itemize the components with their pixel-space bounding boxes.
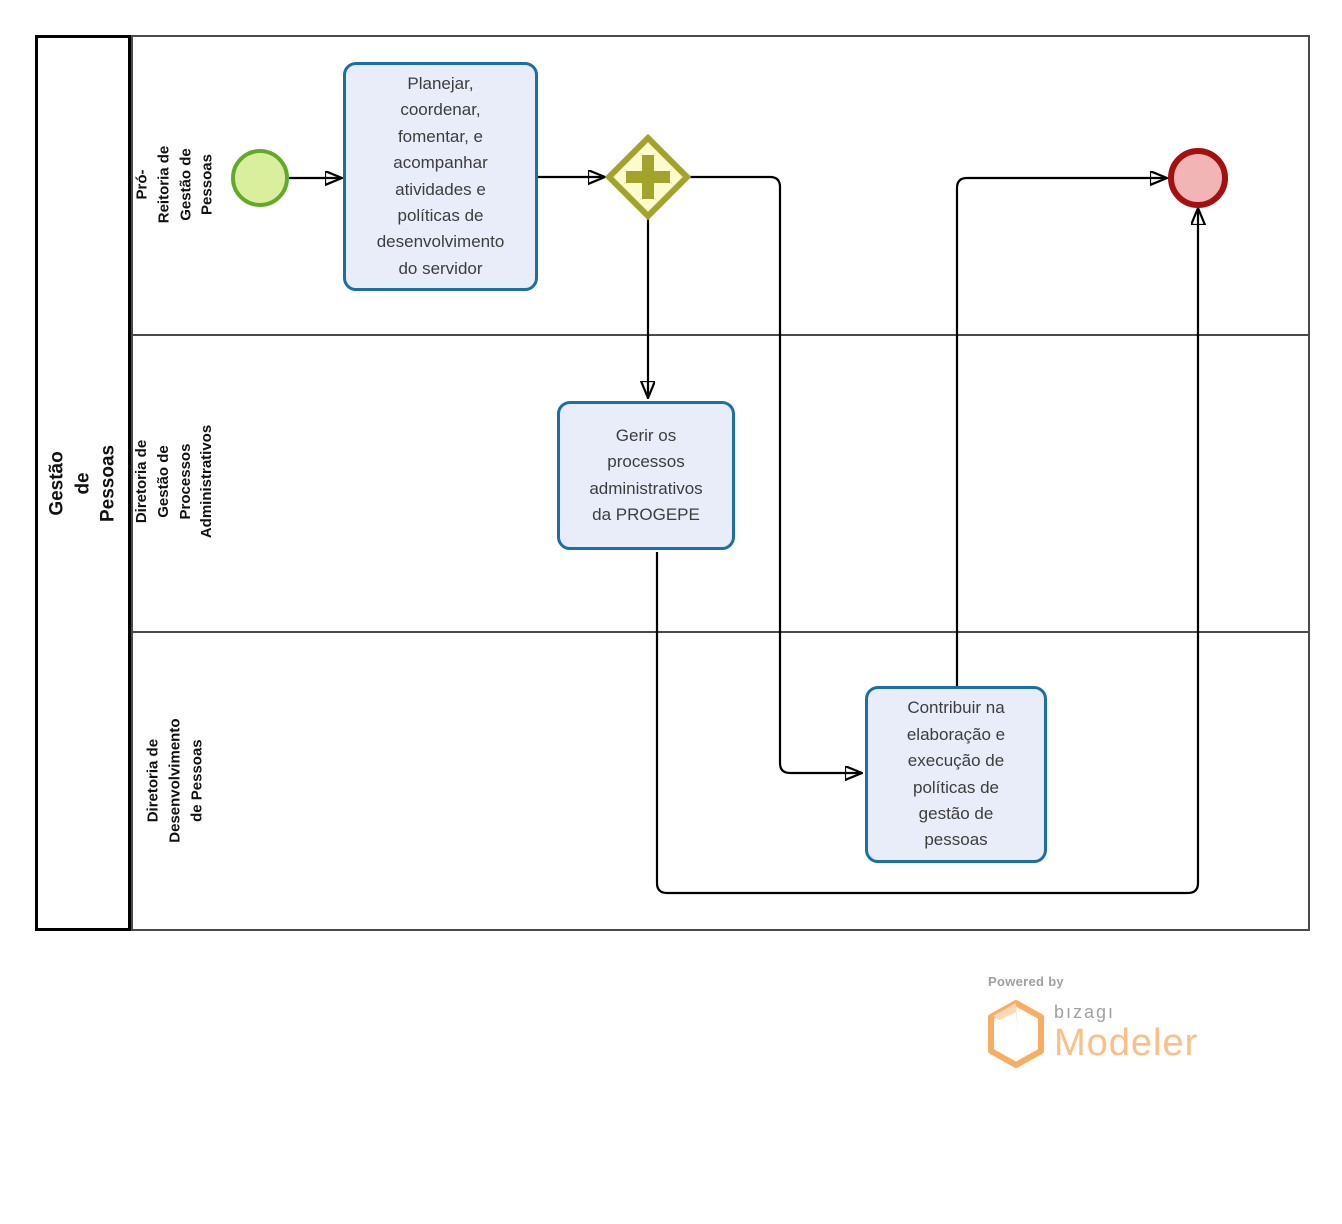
lane-label: Diretoria de Desenvolvimento de Pessoas xyxy=(144,718,205,843)
task-label: Planejar, coordenar, fomentar, e acompan… xyxy=(376,74,505,278)
bizagi-cube-icon xyxy=(988,1000,1044,1068)
powered-by-label: Powered by xyxy=(988,974,1064,989)
lane-separator xyxy=(133,334,1308,336)
task-label: Gerir os processos administrativos da PR… xyxy=(589,425,703,524)
task-label: Contribuir na elaboração e execução de p… xyxy=(906,698,1006,850)
bizagi-branding: Powered by bızagı Modeler xyxy=(988,974,1198,1068)
lane-separator xyxy=(133,631,1308,633)
parallel-gateway xyxy=(604,133,692,221)
lane-label: Pró-Reitoria de Gestão de Pessoas xyxy=(133,145,216,223)
task-contribuir: Contribuir na elaboração e execução de p… xyxy=(865,686,1047,863)
bizagi-wordmark: bızagı xyxy=(1054,1002,1116,1022)
lane-diretoria-desenvolvimento: Diretoria de Desenvolvimento de Pessoas xyxy=(133,630,217,931)
plus-icon xyxy=(626,155,670,199)
modeler-wordmark: Modeler xyxy=(1054,1022,1199,1064)
pool-title: Gestão de Pessoas xyxy=(46,444,119,522)
lane-pro-reitoria: Pró-Reitoria de Gestão de Pessoas xyxy=(133,35,217,333)
task-gerir: Gerir os processos administrativos da PR… xyxy=(557,401,735,550)
pool-gestao-de-pessoas: Gestão de Pessoas xyxy=(35,35,131,931)
start-event xyxy=(231,149,289,207)
task-planejar: Planejar, coordenar, fomentar, e acompan… xyxy=(343,62,538,291)
end-event xyxy=(1168,148,1228,208)
lane-diretoria-processos: Diretoria de Gestão de Processos Adminis… xyxy=(133,333,217,630)
lane-label: Diretoria de Gestão de Processos Adminis… xyxy=(133,424,216,539)
